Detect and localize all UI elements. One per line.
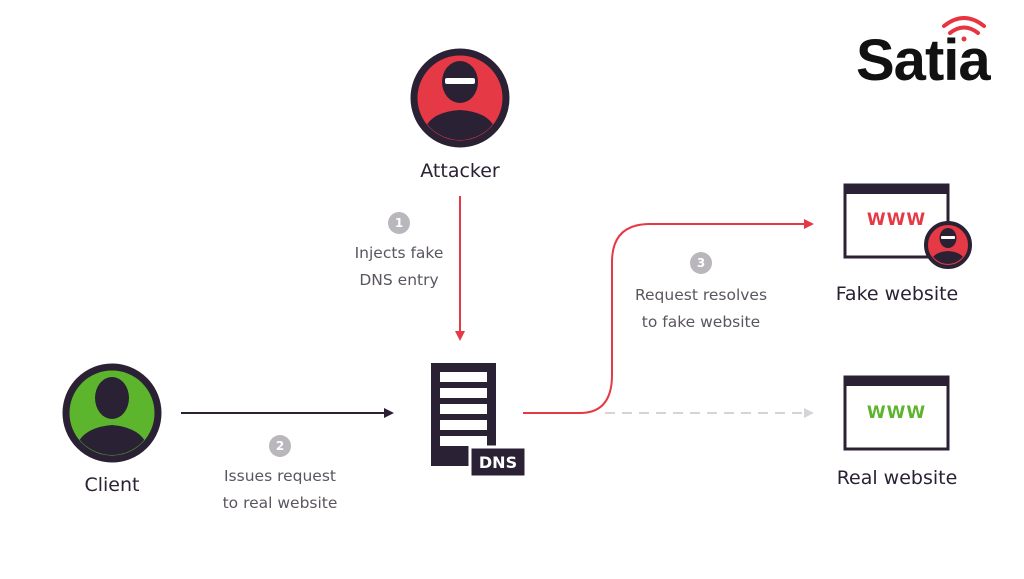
step-2-line-1: Issues request [223,467,336,485]
fake-website-label: Fake website [835,283,959,305]
attacker-label: Attacker [420,160,500,182]
step-1-line-1: Injects fake [354,244,444,262]
step-3-line-1: Request resolves [634,286,768,304]
step-2-line-2: to real website [222,494,338,512]
client-avatar-icon [62,363,162,463]
client-label: Client [84,474,140,496]
step-1-text: Injects fake DNS entry [330,240,468,294]
attacker-avatar-icon [410,48,510,148]
dns-label: DNS [478,453,518,472]
step-1-line-2: DNS entry [359,271,439,289]
real-website-www: WWW [866,403,927,423]
fake-site-hacker-icon [924,221,972,269]
dns-server-icon [431,363,528,479]
dns-to-fake-website-arrow [523,219,814,414]
satia-logo: Satia [856,28,991,93]
step-2-number: 2 [269,435,291,457]
step-3-line-2: to fake website [641,313,761,331]
fake-website-www: WWW [866,210,927,230]
wifi-signal-icon [942,16,986,42]
real-website-browser-icon [843,375,950,451]
step-1-number: 1 [388,212,410,234]
step-3-number: 3 [690,252,712,274]
step-2-text: Issues request to real website [205,463,355,517]
step-3-text: Request resolves to fake website [626,282,776,336]
real-website-label: Real website [836,467,958,489]
